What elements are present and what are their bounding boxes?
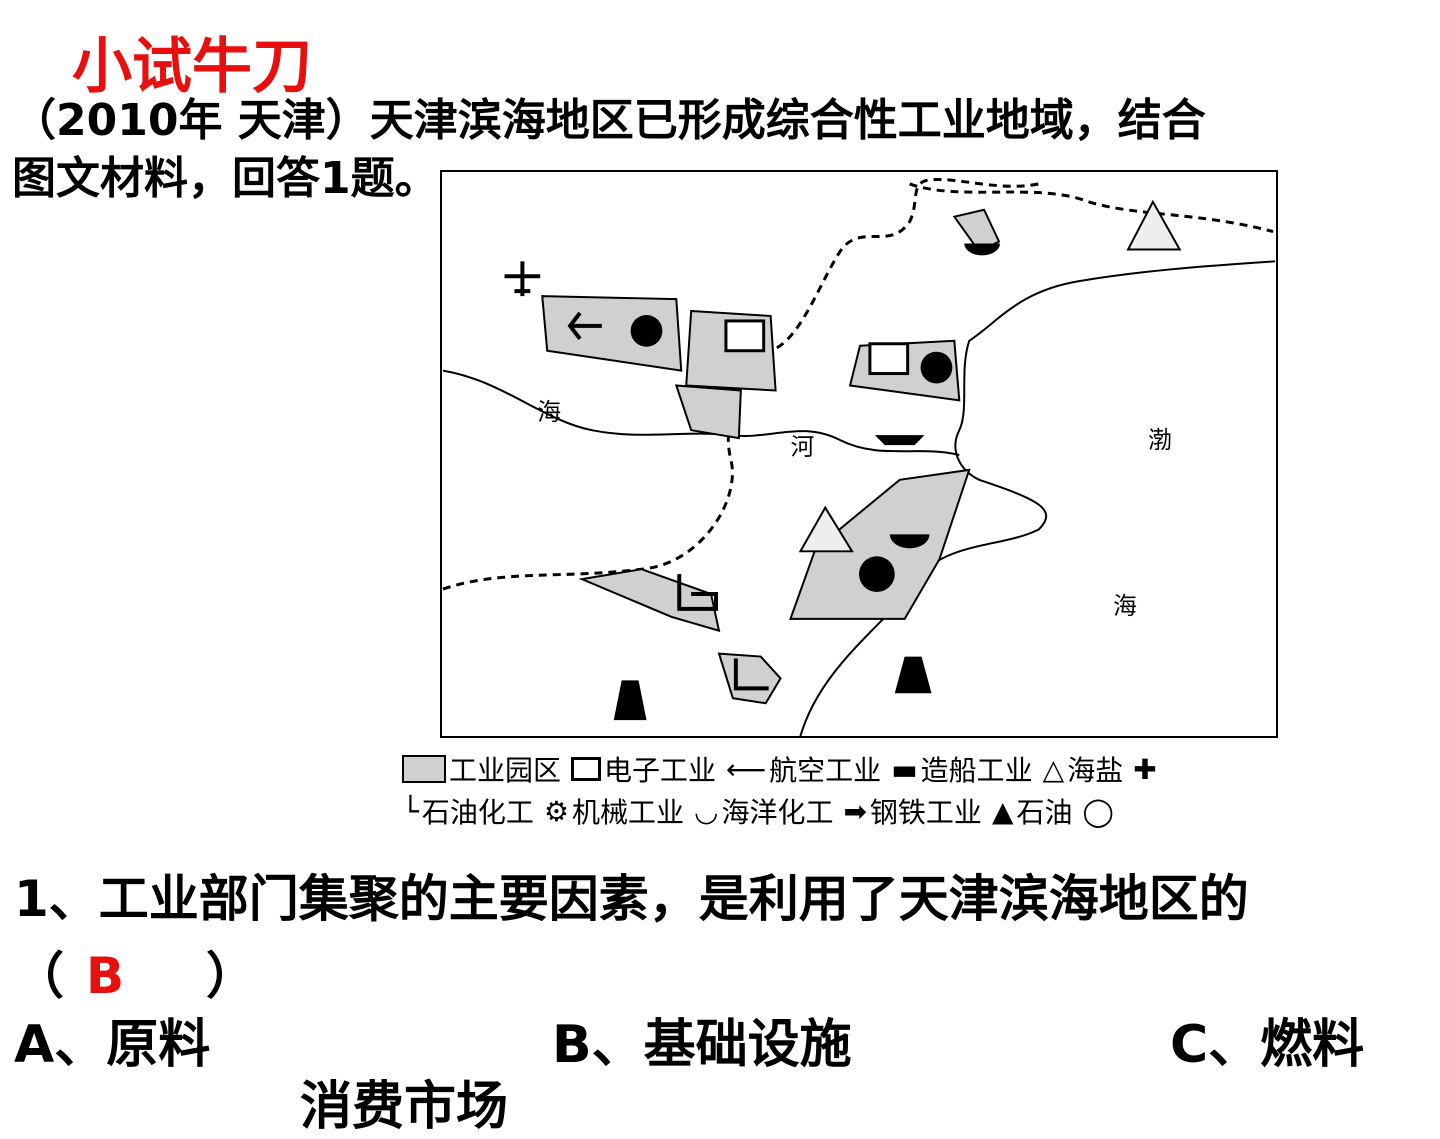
map-figure: 海 河 渤 海 (440, 170, 1278, 738)
electronics-icon (724, 319, 766, 353)
aviation-icon: ⟵ (726, 752, 767, 786)
legend-item: ✚ (1133, 753, 1156, 786)
oil-icon (894, 656, 932, 694)
paren-close: ） (206, 947, 256, 1005)
legend-item: ▲石油 (991, 794, 1073, 830)
airport-icon: ✚ (1133, 752, 1157, 786)
legend-item: ▬造船工业 (891, 752, 1033, 788)
steel-icon: ➡ (843, 794, 867, 828)
machinery-gear-icon (859, 556, 895, 593)
aviation-icon (567, 311, 602, 341)
map-label-hai: 海 (537, 399, 561, 426)
legend-item: ⚙机械工业 (543, 794, 684, 830)
park-3 (674, 384, 742, 440)
intro-line-1: （2010年 天津）天津滨海地区已形成综合性工业地域，结合 (12, 95, 1206, 146)
legend-item: └石油化工 (402, 794, 534, 830)
option-a[interactable]: A、原料 (14, 1015, 211, 1075)
legend-item: ⟵航空工业 (726, 752, 882, 788)
industrial-park-icon (402, 755, 446, 783)
park-7 (717, 652, 782, 705)
legend-item: ◡海洋化工 (694, 794, 834, 830)
sea-salt-icon (798, 505, 854, 553)
oil-icon: ▲ (991, 794, 1014, 828)
option-d[interactable]: 消费市场 (300, 1077, 509, 1137)
intro-line-2: 图文材料，回答1题。 (12, 153, 439, 204)
map-label-bo: 渤 (1148, 427, 1172, 454)
option-b[interactable]: B、基础设施 (552, 1015, 852, 1075)
legend-item: ➡钢铁工业 (843, 794, 982, 830)
legend-item: △海盐 (1042, 752, 1124, 788)
marine-chemical-icon (889, 534, 930, 549)
answer-value: B (86, 947, 125, 1005)
legend-item: 电子工业 (571, 749, 716, 789)
circle-icon: ◯ (1082, 794, 1114, 828)
legend-item: ◯ (1083, 795, 1114, 828)
slide-title: 小试牛刀 (72, 32, 312, 102)
electronics-icon (571, 757, 602, 781)
petrochemical-icon (733, 658, 769, 691)
machinery-gear-icon (630, 314, 663, 347)
oil-icon (613, 680, 647, 721)
electronics-icon (868, 342, 910, 376)
question-text: 1、工业部门集聚的主要因素，是利用了天津滨海地区的 (14, 870, 1249, 928)
machinery-gear-icon: ⚙ (543, 794, 569, 828)
coastline (799, 260, 1276, 736)
legend-row-2: └石油化工 ⚙机械工业 ◡海洋化工 ➡钢铁工业 ▲石油 ◯ (402, 790, 1302, 832)
petrochemical-icon (677, 574, 718, 611)
park-8 (952, 208, 1001, 253)
shipbuilding-icon: ▬ (891, 752, 918, 786)
machinery-gear-icon (920, 351, 953, 384)
map-label-he: 河 (790, 434, 814, 461)
marine-chemical-icon (964, 243, 1000, 256)
paren-open: （ (14, 947, 64, 1005)
park-6 (578, 568, 721, 633)
legend-row-1: 工业园区 电子工业 ⟵航空工业 ▬造船工业 △海盐 ✚ (402, 748, 1302, 790)
sea-salt-icon (1126, 199, 1182, 251)
option-c[interactable]: C、燃料 (1170, 1015, 1365, 1075)
map-label-hai2: 海 (1113, 593, 1137, 620)
legend-item: 工业园区 (402, 749, 561, 789)
map-legend: 工业园区 电子工业 ⟵航空工业 ▬造船工业 △海盐 ✚ └石油化工 ⚙机械工业 … (402, 748, 1302, 832)
marine-chemical-icon: ◡ (694, 794, 719, 828)
shipbuilding-icon (874, 435, 925, 446)
map-svg: 海 河 渤 海 (442, 178, 1276, 736)
airport-icon (504, 261, 541, 297)
sea-salt-icon: △ (1042, 752, 1065, 786)
petrochemical-icon: └ (402, 794, 419, 828)
intro-text: （2010年 天津）天津滨海地区已形成综合性工业地域，结合 图文材料，回答1题。 (12, 92, 1412, 208)
answer-blank: （ B ） (14, 936, 256, 1008)
